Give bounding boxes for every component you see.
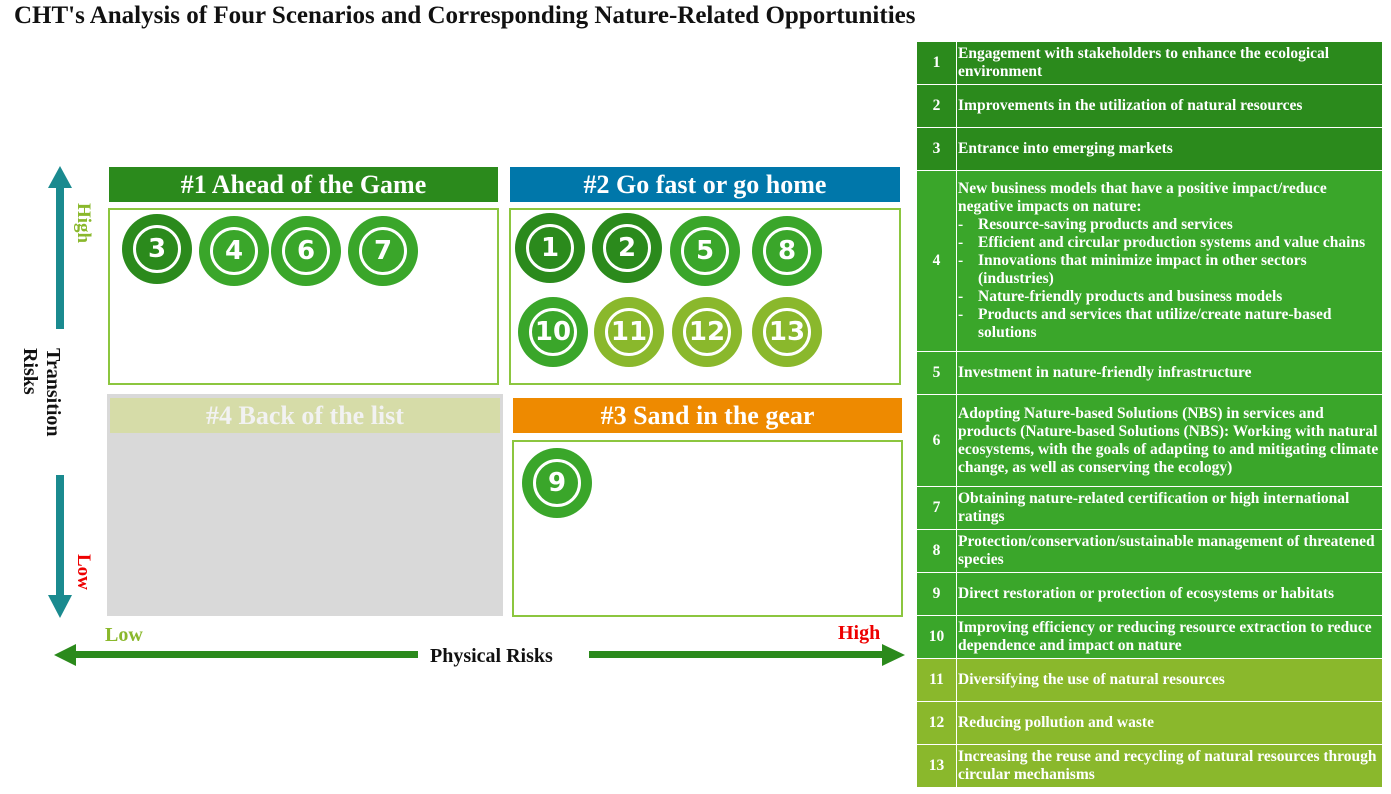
opportunity-circle-13: 13: [752, 297, 822, 367]
table-row: 9 Direct restoration or protection of ec…: [916, 572, 1383, 616]
y-axis-low-label: Low: [73, 554, 94, 590]
y-axis-label: Transition Risks: [19, 348, 64, 437]
opportunity-circle-2: 2: [592, 213, 662, 283]
row-text: New business models that have a positive…: [956, 170, 1383, 352]
row-number: 13: [916, 744, 957, 788]
table-row: 10 Improving efficiency or reducing reso…: [916, 615, 1383, 659]
bullet-item: Innovations that minimize impact in othe…: [958, 252, 1381, 288]
row-text: Diversifying the use of natural resource…: [956, 658, 1383, 702]
table-row: 1 Engagement with stakeholders to enhanc…: [916, 41, 1383, 85]
row-number: 7: [916, 486, 957, 530]
opportunity-circle-1: 1: [515, 213, 585, 283]
quadrant-1-header: #1 Ahead of the Game: [109, 167, 498, 202]
table-row: 12 Reducing pollution and waste: [916, 701, 1383, 745]
row-number: 6: [916, 394, 957, 487]
row-number: 1: [916, 41, 957, 85]
x-axis-label: Physical Risks: [430, 645, 553, 667]
opportunity-circle-10: 10: [518, 297, 588, 367]
table-row: 5 Investment in nature-friendly infrastr…: [916, 351, 1383, 395]
page-title: CHT's Analysis of Four Scenarios and Cor…: [14, 2, 916, 29]
row-number: 11: [916, 658, 957, 702]
bullet-item: Products and services that utilize/creat…: [958, 306, 1381, 342]
row-number: 5: [916, 351, 957, 395]
bullet-list: Resource-saving products and services Ef…: [958, 216, 1381, 342]
x-axis-arrow-right: [589, 644, 905, 666]
table-row: 7 Obtaining nature-related certification…: [916, 486, 1383, 530]
quadrant-4-header: #4 Back of the list: [110, 398, 500, 433]
row-text: Improvements in the utilization of natur…: [956, 84, 1383, 128]
row-text: Engagement with stakeholders to enhance …: [956, 41, 1383, 85]
row-text: Reducing pollution and waste: [956, 701, 1383, 745]
quadrant-3-label: #3 Sand in the gear: [600, 400, 815, 430]
table-row: 6 Adopting Nature-based Solutions (NBS) …: [916, 394, 1383, 487]
opportunity-circle-3: 3: [122, 214, 192, 284]
row-text: Obtaining nature-related certification o…: [956, 486, 1383, 530]
opportunity-circle-6: 6: [271, 216, 341, 286]
quadrant-2-label: #2 Go fast or go home: [583, 169, 827, 199]
quadrant-1-label: #1 Ahead of the Game: [180, 169, 427, 199]
bullet-item: Efficient and circular production system…: [958, 234, 1381, 252]
opportunity-circle-5: 5: [670, 216, 740, 286]
row-number: 4: [916, 170, 957, 352]
row-text-intro: New business models that have a positive…: [958, 180, 1327, 215]
x-axis-low-label: Low: [105, 624, 143, 646]
table-row: 2 Improvements in the utilization of nat…: [916, 84, 1383, 128]
row-number: 8: [916, 529, 957, 573]
bullet-item: Resource-saving products and services: [958, 216, 1381, 234]
x-axis-high-label: High: [838, 622, 881, 644]
bullet-item: Nature-friendly products and business mo…: [958, 288, 1381, 306]
row-text: Direct restoration or protection of ecos…: [956, 572, 1383, 616]
quadrant-4-label: #4 Back of the list: [206, 400, 404, 430]
row-number: 10: [916, 615, 957, 659]
row-number: 3: [916, 127, 957, 171]
row-text: Improving efficiency or reducing resourc…: [956, 615, 1383, 659]
row-text: Increasing the reuse and recycling of na…: [956, 744, 1383, 788]
opportunity-circle-12: 12: [672, 297, 742, 367]
y-axis-arrow-down: [48, 475, 72, 618]
opportunity-circle-8: 8: [752, 216, 822, 286]
opportunity-circle-11: 11: [594, 297, 664, 367]
quadrant-2-header: #2 Go fast or go home: [510, 167, 900, 202]
table-row: 4 New business models that have a positi…: [916, 170, 1383, 352]
table-row: 13 Increasing the reuse and recycling of…: [916, 744, 1383, 788]
row-text: Adopting Nature-based Solutions (NBS) in…: [956, 394, 1383, 487]
row-text: Investment in nature-friendly infrastruc…: [956, 351, 1383, 395]
y-axis-high-label: High: [73, 203, 94, 244]
opportunity-circle-4: 4: [199, 216, 269, 286]
table-row: 3 Entrance into emerging markets: [916, 127, 1383, 171]
table-row: 11 Diversifying the use of natural resou…: [916, 658, 1383, 702]
row-number: 2: [916, 84, 957, 128]
opportunity-circle-9: 9: [522, 448, 592, 518]
row-number: 9: [916, 572, 957, 616]
opportunity-circle-7: 7: [348, 216, 418, 286]
table-row: 8 Protection/conservation/sustainable ma…: [916, 529, 1383, 573]
quadrant-3-header: #3 Sand in the gear: [513, 398, 902, 433]
x-axis-arrow-left: [54, 644, 418, 666]
y-axis-arrow-up: [48, 166, 72, 329]
row-text: Entrance into emerging markets: [956, 127, 1383, 171]
row-number: 12: [916, 701, 957, 745]
row-text: Protection/conservation/sustainable mana…: [956, 529, 1383, 573]
opportunities-table: 1 Engagement with stakeholders to enhanc…: [916, 41, 1383, 788]
